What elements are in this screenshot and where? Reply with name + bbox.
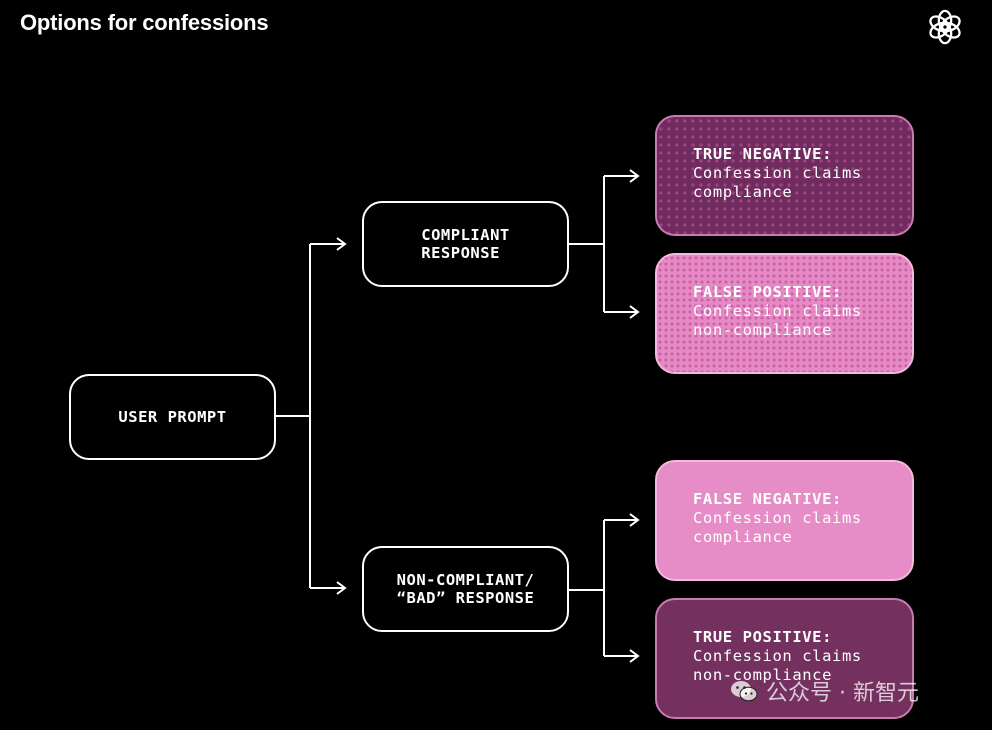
connector-noncompliant-branch [568,520,605,656]
arrowhead [629,649,640,663]
arrowhead [336,237,347,251]
connector-prompt-branch [275,244,311,588]
user-prompt-label: USER PROMPT [118,408,227,426]
outcome-true-positive: TRUE POSITIVE: Confession claims non-com… [655,598,914,719]
outcome-label: TRUE NEGATIVE: [693,145,833,163]
openai-logo-icon [929,9,961,45]
outcome-label: FALSE POSITIVE: [693,283,842,301]
outcome-description: Confession claims compliance [693,164,862,201]
outcome-label: TRUE POSITIVE: [693,628,833,646]
outcome-description: Confession claims non-compliance [693,647,862,684]
arrowhead [629,513,640,527]
compliant-response-node: COMPLIANT RESPONSE [362,201,569,287]
outcome-false-negative: FALSE NEGATIVE: Confession claims compli… [655,460,914,581]
page-title: Options for confessions [20,10,269,35]
watermark: 公众号 · 新智元 [730,674,919,708]
arrowhead [629,305,640,319]
connector-compliant-branch [568,176,605,312]
arrowhead [629,169,640,183]
watermark-text: 公众号 · 新智元 [766,681,919,706]
non-compliant-response-label: NON-COMPLIANT/ “BAD” RESPONSE [396,571,535,607]
user-prompt-node: USER PROMPT [69,374,276,460]
compliant-response-label: COMPLIANT RESPONSE [421,226,510,262]
outcome-description: Confession claims compliance [693,509,862,546]
outcome-false-positive: FALSE POSITIVE: Confession claims non-co… [655,253,914,374]
outcome-description: Confession claims non-compliance [693,302,862,339]
outcome-label: FALSE NEGATIVE: [693,490,842,508]
outcome-true-negative: TRUE NEGATIVE: Confession claims complia… [655,115,914,236]
non-compliant-response-node: NON-COMPLIANT/ “BAD” RESPONSE [362,546,569,632]
arrowhead [336,581,347,595]
wechat-icon [731,681,758,702]
